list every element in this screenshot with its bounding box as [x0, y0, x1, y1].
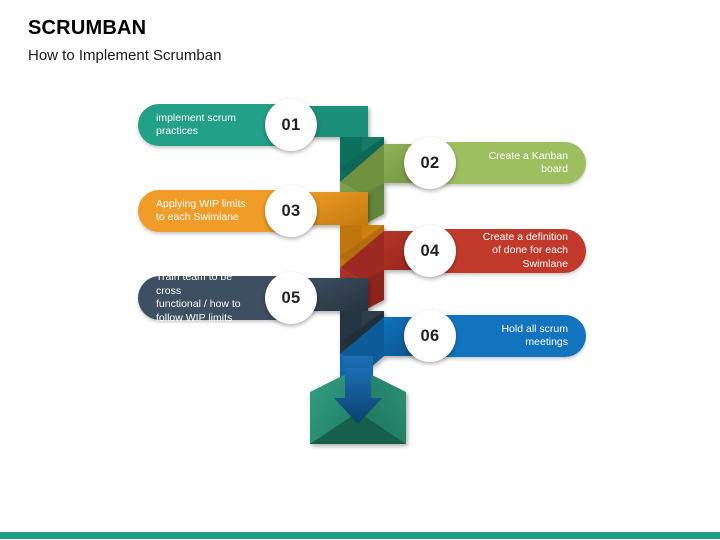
step-02-number: 02 — [420, 153, 440, 172]
step-05-label: Train team to be cross functional / how … — [156, 271, 241, 324]
step-03-number-badge[interactable]: 03 — [265, 185, 317, 237]
slide-header: SCRUMBAN How to Implement Scrumban — [28, 16, 628, 66]
step-06-label: Hold all scrum meetings — [501, 322, 568, 349]
step-03-label: Applying WIP limits to each Swimlane — [156, 197, 246, 224]
step-01-number: 01 — [281, 115, 301, 134]
step-04-number-badge[interactable]: 04 — [404, 225, 456, 277]
step-04-number: 04 — [420, 241, 440, 260]
footer-accent-bar — [0, 532, 720, 539]
step-06-number: 06 — [420, 326, 440, 345]
step-02-number-badge[interactable]: 02 — [404, 137, 456, 189]
page-title: SCRUMBAN — [28, 17, 147, 39]
step-02-label: Create a Kanban board — [488, 149, 568, 176]
step-01-label: implement scrum practices — [156, 111, 236, 138]
page-subtitle: How to Implement Scrumban — [28, 47, 222, 64]
step-05-number: 05 — [281, 288, 301, 307]
step-06-number-badge[interactable]: 06 — [404, 310, 456, 362]
funnel-inflow-arrow-tip — [334, 368, 382, 424]
step-03-number: 03 — [281, 201, 301, 220]
step-04-label: Create a definition of done for each Swi… — [482, 230, 568, 270]
step-05-number-badge[interactable]: 05 — [265, 272, 317, 324]
step-01-number-badge[interactable]: 01 — [265, 99, 317, 151]
